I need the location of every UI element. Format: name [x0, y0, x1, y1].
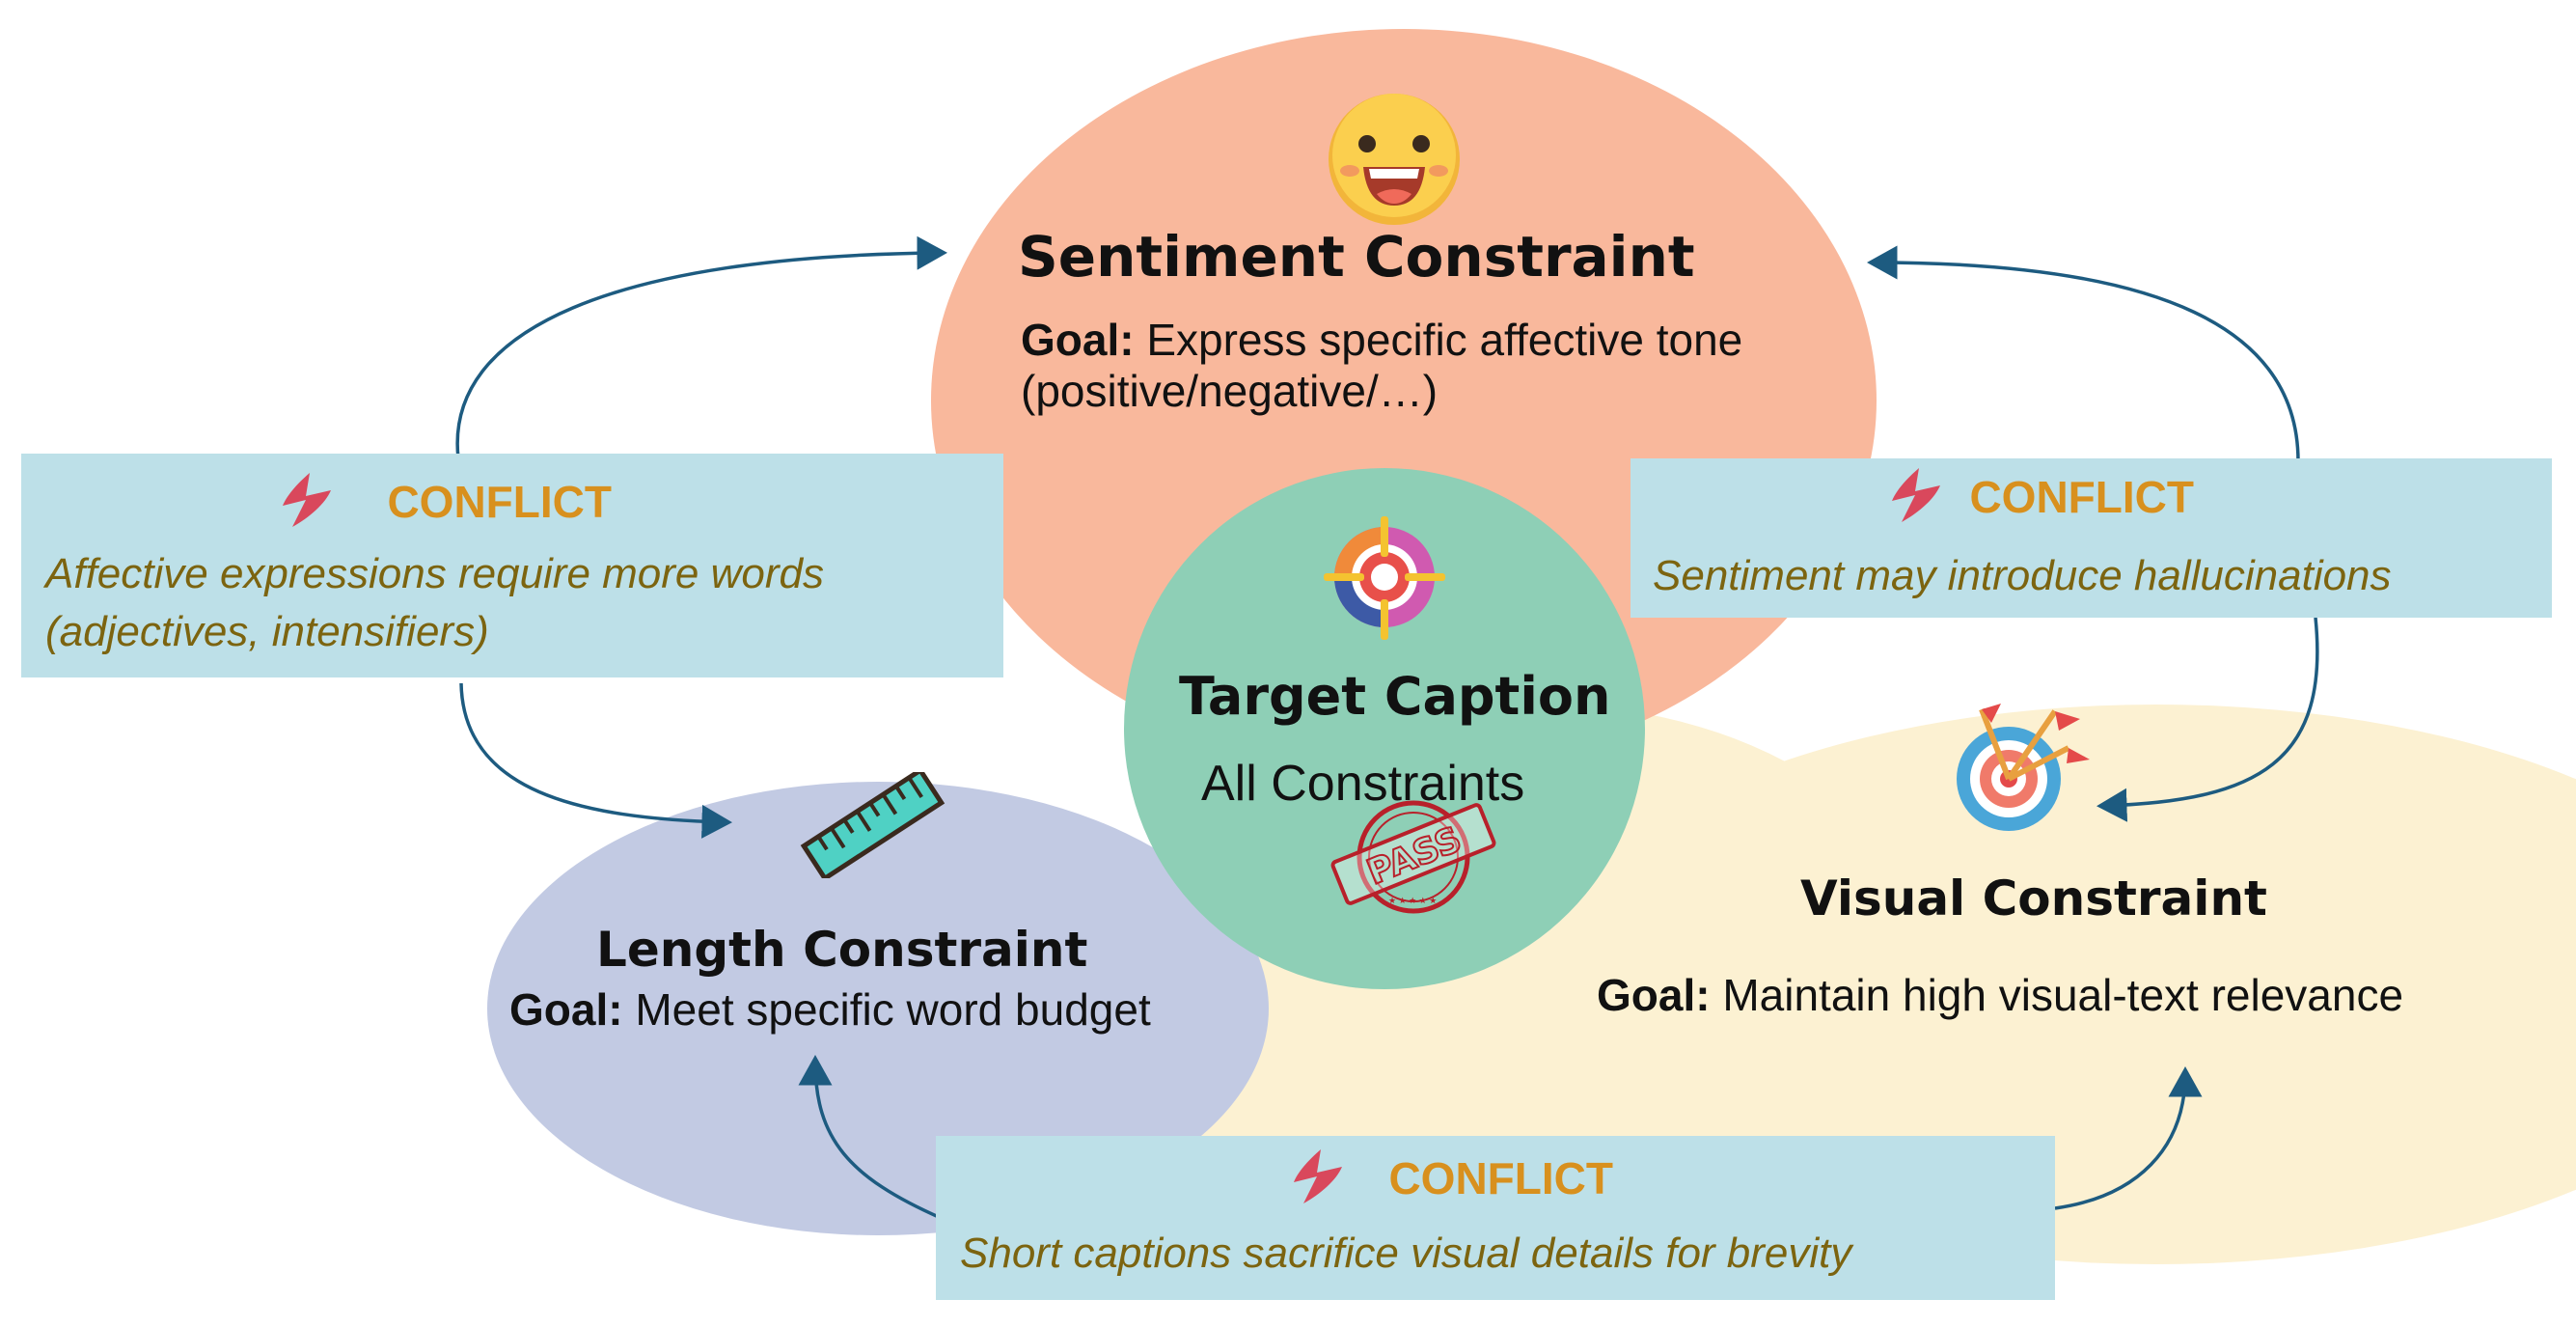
conflict-bottom-line1: Short captions sacrifice visual details … — [960, 1230, 1852, 1277]
conflict-label: CONFLICT — [1388, 1153, 1613, 1203]
conflict-left-line2: (adjectives, intensifiers) — [45, 607, 489, 655]
conflict-right-line1: Sentiment may introduce hallucinations — [1653, 552, 2392, 599]
lightning-bolt-icon — [283, 473, 331, 527]
sentiment-goal-line2: (positive/negative/…) — [1021, 366, 1439, 417]
visual-goal-text: Maintain high visual-text relevance — [1722, 970, 2404, 1020]
conflict-heading: CONFLICT — [277, 471, 612, 533]
conflict-box-right: CONFLICT Sentiment may introduce halluci… — [1631, 458, 2552, 618]
lightning-bolt-icon — [1892, 468, 1940, 522]
target-title: Target Caption — [1179, 666, 1611, 727]
lightning-bolt-icon — [1294, 1149, 1342, 1203]
conflict-left-line1: Affective expressions require more words — [45, 550, 824, 597]
sentiment-goal-line1: Express specific affective tone — [1146, 315, 1743, 365]
target-crosshair-icon — [1324, 516, 1445, 640]
sentiment-goal: Goal: Express specific affective tone (p… — [1021, 315, 1742, 418]
svg-text:★ ★ ★ ★ ★: ★ ★ ★ ★ ★ — [1388, 896, 1437, 905]
sentiment-title: Sentiment Constraint — [1018, 224, 1695, 290]
pass-stamp-icon: ★ ★ ★ ★ ★ PASS — [1330, 800, 1496, 914]
arrow-bottom-to-visual — [2054, 1066, 2203, 1210]
arrow-left-to-length — [459, 682, 732, 839]
visual-goal-label: Goal: — [1597, 970, 1711, 1020]
arrow-right-to-visual — [2096, 617, 2319, 822]
arrow-left-to-sentiment — [455, 235, 947, 459]
length-goal-text: Meet specific word budget — [635, 984, 1151, 1035]
bullseye-flags-icon — [1957, 704, 2090, 831]
conflict-description: Affective expressions require more words… — [45, 545, 824, 661]
arrow-right-to-sentiment — [1867, 245, 2300, 462]
conflict-description: Sentiment may introduce hallucinations — [1653, 547, 2392, 605]
target-subtitle: All Constraints — [1201, 756, 1525, 812]
smiley-face-icon — [1329, 94, 1460, 225]
length-constraint-ellipse — [487, 782, 1269, 1235]
conflict-box-bottom: CONFLICT Short captions sacrifice visual… — [936, 1136, 2055, 1300]
length-goal-label: Goal: — [509, 984, 623, 1035]
conflict-label: CONFLICT — [1969, 472, 2194, 522]
conflict-box-left: CONFLICT Affective expressions require m… — [21, 454, 1003, 677]
conflict-heading: CONFLICT — [1886, 466, 2194, 528]
arrow-bottom-to-length — [798, 1055, 942, 1220]
visual-goal: Goal: Maintain high visual-text relevanc… — [1597, 970, 2403, 1021]
visual-constraint-ellipse — [1539, 705, 2576, 1264]
conflict-label: CONFLICT — [387, 477, 612, 527]
target-caption-circle — [1124, 468, 1645, 989]
conflict-description: Short captions sacrifice visual details … — [960, 1225, 1851, 1283]
visual-title: Visual Constraint — [1800, 871, 2267, 926]
conflict-heading: CONFLICT — [1288, 1147, 1613, 1209]
sentiment-goal-label: Goal: — [1021, 315, 1135, 365]
length-title: Length Constraint — [596, 922, 1088, 978]
ruler-icon — [800, 772, 945, 878]
length-goal: Goal: Meet specific word budget — [509, 984, 1151, 1036]
